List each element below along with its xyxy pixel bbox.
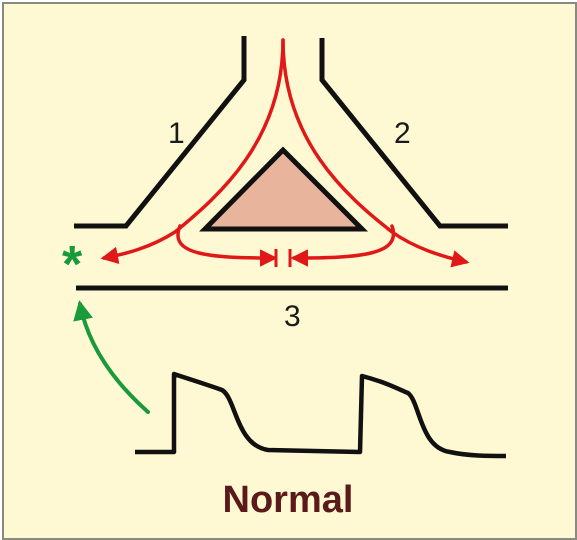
- label-branch-1: 1: [168, 117, 185, 150]
- wavefront-left-collision: [176, 224, 278, 267]
- wavefront-left-to-trunk: [100, 38, 285, 264]
- action-potential-trace: [135, 371, 507, 459]
- wavefront-paths: [100, 38, 470, 268]
- label-branch-2: 2: [394, 117, 411, 150]
- wavefront-right-to-trunk: [281, 38, 470, 268]
- caption-normal: Normal: [223, 479, 354, 521]
- left-branch-outer-wall: [74, 36, 247, 229]
- central-block-triangle: [199, 146, 369, 232]
- recording-site-asterisk: *: [62, 236, 83, 294]
- wavefront-right-collision: [290, 224, 396, 267]
- label-trunk-3: 3: [284, 300, 301, 333]
- collision-marker: [274, 249, 292, 267]
- recording-pointer-arrow: [73, 300, 150, 414]
- right-branch-outer-wall: [319, 38, 508, 229]
- fiber-walls: [74, 36, 508, 291]
